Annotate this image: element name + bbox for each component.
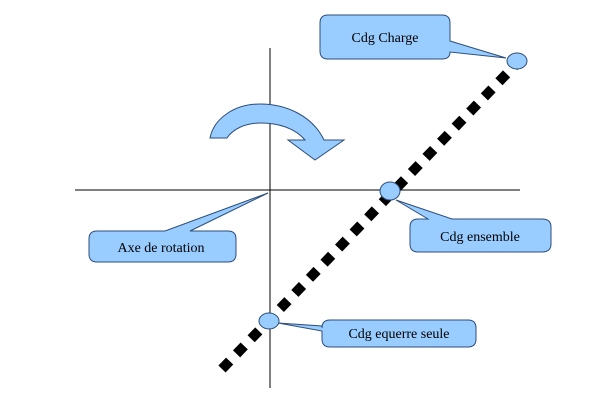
callout-cdg-equerre: Cdg equerre seule — [277, 319, 477, 348]
cdg-charge-point — [506, 52, 528, 70]
cdg-ensemble-label: Cdg ensemble — [440, 230, 520, 245]
callout-cdg-charge: Cdg Charge — [319, 14, 507, 60]
curved-arrow-icon — [209, 103, 346, 161]
cdg-equerre-point — [258, 312, 280, 330]
callout-cdg-ensemble: Cdg ensemble — [395, 199, 552, 253]
axe-rotation-label: Axe de rotation — [117, 241, 204, 256]
cdg-charge-label: Cdg Charge — [351, 31, 418, 46]
cdg-equerre-label: Cdg equerre seule — [348, 327, 449, 342]
callout-axe-rotation: Axe de rotation — [88, 192, 269, 263]
cdg-ensemble-point — [379, 181, 401, 201]
